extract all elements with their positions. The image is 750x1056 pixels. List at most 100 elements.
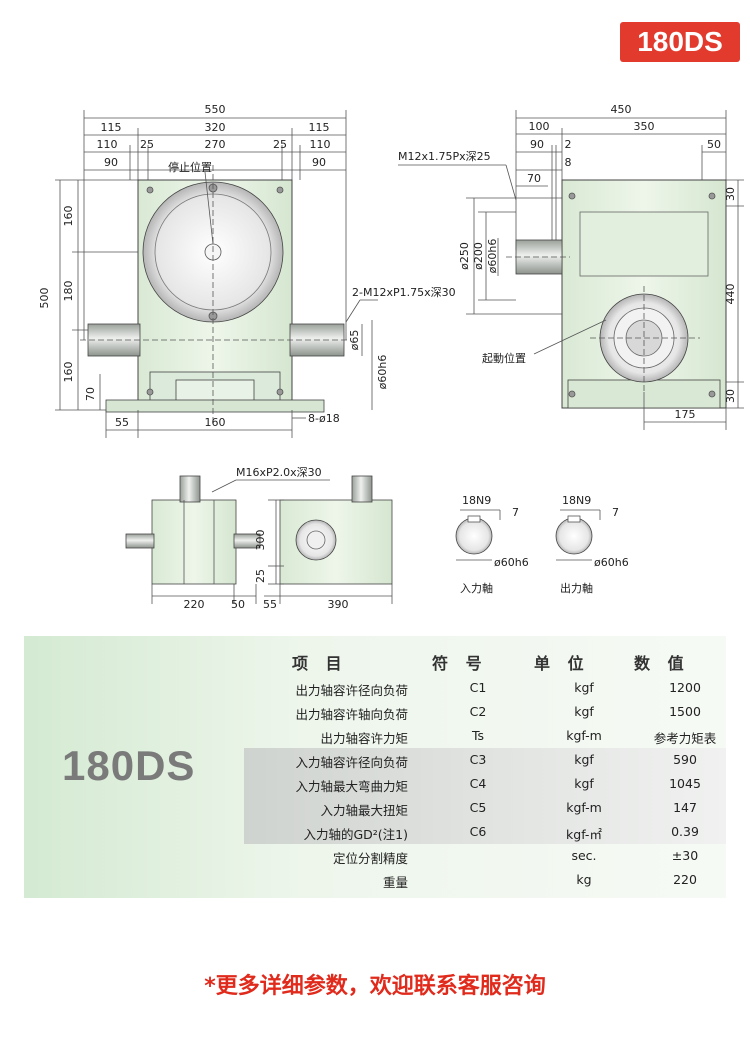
side-dim-50: 50 xyxy=(707,138,721,151)
shaft-sections-labels: 18N9 7 ø60h6 入力軸 18N9 7 ø60h6 出力軸 xyxy=(460,494,629,595)
small-dim-55: 55 xyxy=(263,598,277,611)
front-dim-500: 500 xyxy=(38,288,51,309)
front-dim-160b: 160 xyxy=(62,362,75,383)
front-dim-160-bottom: 160 xyxy=(205,416,226,429)
side-dim-30b: 30 xyxy=(724,389,737,403)
row-item: 入力轴的GD²(注1) xyxy=(303,827,408,842)
row-value: 220 xyxy=(673,872,697,887)
side-dim-100: 100 xyxy=(529,120,550,133)
row-unit: kgf xyxy=(574,680,594,695)
technical-drawings: 550 115 320 115 110 25 270 25 110 90 90 … xyxy=(38,103,744,611)
front-dim-right90: 90 xyxy=(312,156,326,169)
front-view-labels: 550 115 320 115 110 25 270 25 110 90 90 … xyxy=(38,103,456,429)
front-tap-label: 2-M12xP1.75x深30 xyxy=(352,286,456,299)
side-dia-60: ø60h6 xyxy=(486,239,499,274)
row-value: 0.39 xyxy=(671,824,699,839)
shaft-sections xyxy=(455,509,601,561)
side-dia-250: ø250 xyxy=(458,242,471,270)
front-dia-65: ø65 xyxy=(348,330,361,351)
output-shaft-depth: 7 xyxy=(612,506,619,519)
side-dia-200: ø200 xyxy=(472,242,485,270)
row-unit: kgf-m xyxy=(566,800,602,815)
table-row: 定位分割精度 sec. ±30 xyxy=(244,844,726,868)
side-dim-350: 350 xyxy=(634,120,655,133)
table-row: 入力轴容许径向负荷 C3 kgf 590 xyxy=(244,748,726,772)
front-dim-b0: 110 xyxy=(97,138,118,151)
row-item: 出力轴容许径向负荷 xyxy=(295,683,408,698)
input-shaft-depth: 7 xyxy=(512,506,519,519)
front-dia-60: ø60h6 xyxy=(376,355,389,390)
spec-table: 180DS 项 目 符 号 单 位 数 值 出力轴容许径向负荷 C1 kgf 1… xyxy=(24,636,726,898)
header-value: 数 值 xyxy=(634,654,690,673)
model-badge: 180DS xyxy=(620,22,740,62)
row-value: ±30 xyxy=(671,848,699,863)
front-dim-a1: 320 xyxy=(205,121,226,134)
contact-notice: *更多详细参数，欢迎联系客服咨询 xyxy=(204,974,546,999)
header-unit: 单 位 xyxy=(534,654,590,673)
output-shaft-key: 18N9 xyxy=(562,494,591,507)
header-symbol: 符 号 xyxy=(432,654,488,673)
side-overall-dim: 450 xyxy=(611,103,632,116)
row-unit: kgf-㎡ xyxy=(566,827,602,842)
side-view-labels: 450 100 350 90 2 8 70 50 M12x1.75Px深25 ø… xyxy=(398,103,737,421)
row-item: 入力轴最大弯曲力矩 xyxy=(295,779,408,794)
row-unit: kgf-m xyxy=(566,728,602,743)
front-dim-left90: 90 xyxy=(104,156,118,169)
row-value: 1045 xyxy=(669,776,701,791)
front-dim-b4: 110 xyxy=(310,138,331,151)
small-dim-220: 220 xyxy=(184,598,205,611)
side-dim-175: 175 xyxy=(675,408,696,421)
small-views xyxy=(125,475,393,604)
small-dim-300: 300 xyxy=(254,530,267,551)
front-dim-180: 180 xyxy=(62,281,75,302)
row-symbol: C5 xyxy=(469,800,487,815)
stop-position-label: 停止位置 xyxy=(168,160,212,174)
row-item: 出力轴容许轴向负荷 xyxy=(295,707,408,722)
side-dim-30a: 30 xyxy=(724,187,737,201)
table-row: 入力轴最大扭矩 C5 kgf-m 147 xyxy=(244,796,726,820)
front-overall-dim: 550 xyxy=(205,103,226,116)
front-holes-label: 8-ø18 xyxy=(308,412,340,425)
start-position-label: 起動位置 xyxy=(482,351,526,365)
row-symbol: C1 xyxy=(469,680,487,695)
row-symbol: C4 xyxy=(469,776,487,791)
row-value: 590 xyxy=(673,752,697,767)
table-row: 出力轴容许力矩 Ts kgf-m 参考力矩表 xyxy=(244,724,726,748)
small-dim-25: 25 xyxy=(254,569,267,583)
row-unit: sec. xyxy=(571,848,597,863)
small-dim-390: 390 xyxy=(328,598,349,611)
row-item: 入力轴最大扭矩 xyxy=(320,803,408,818)
small-views-labels: M16xP2.0x深30 300 25 220 50 55 390 xyxy=(184,466,349,611)
small-dim-50: 50 xyxy=(231,598,245,611)
input-shaft-key: 18N9 xyxy=(462,494,491,507)
side-tap-label: M12x1.75Px深25 xyxy=(398,150,491,163)
row-unit: kgf xyxy=(574,752,594,767)
spec-model-name: 180DS xyxy=(62,742,196,789)
input-shaft-dia: ø60h6 xyxy=(494,556,529,569)
row-value: 1500 xyxy=(669,704,701,719)
front-dim-a2: 115 xyxy=(309,121,330,134)
input-shaft-label: 入力軸 xyxy=(460,581,493,595)
output-shaft-label: 出力軸 xyxy=(560,581,593,595)
small-tap-label: M16xP2.0x深30 xyxy=(236,466,322,479)
side-dim-70: 70 xyxy=(527,172,541,185)
front-dim-b2: 270 xyxy=(205,138,226,151)
front-dim-b1: 25 xyxy=(140,138,154,151)
front-dim-55: 55 xyxy=(115,416,129,429)
row-item: 重量 xyxy=(382,875,408,890)
row-symbol: Ts xyxy=(471,728,485,743)
row-item: 出力轴容许力矩 xyxy=(320,731,408,746)
side-dim-2: 2 xyxy=(565,138,572,151)
table-row: 出力轴容许径向负荷 C1 kgf 1200 xyxy=(244,676,726,700)
table-row: 入力轴最大弯曲力矩 C4 kgf 1045 xyxy=(244,772,726,796)
front-dim-b3: 25 xyxy=(273,138,287,151)
row-symbol: C2 xyxy=(469,704,487,719)
front-dim-160a: 160 xyxy=(62,206,75,227)
side-dim-90: 90 xyxy=(530,138,544,151)
front-dim-70: 70 xyxy=(84,387,97,401)
row-value: 1200 xyxy=(669,680,701,695)
table-row: 入力轴的GD²(注1) C6 kgf-㎡ 0.39 xyxy=(244,820,726,844)
row-symbol: C3 xyxy=(469,752,487,767)
front-view xyxy=(55,110,378,438)
row-unit: kgf xyxy=(574,776,594,791)
